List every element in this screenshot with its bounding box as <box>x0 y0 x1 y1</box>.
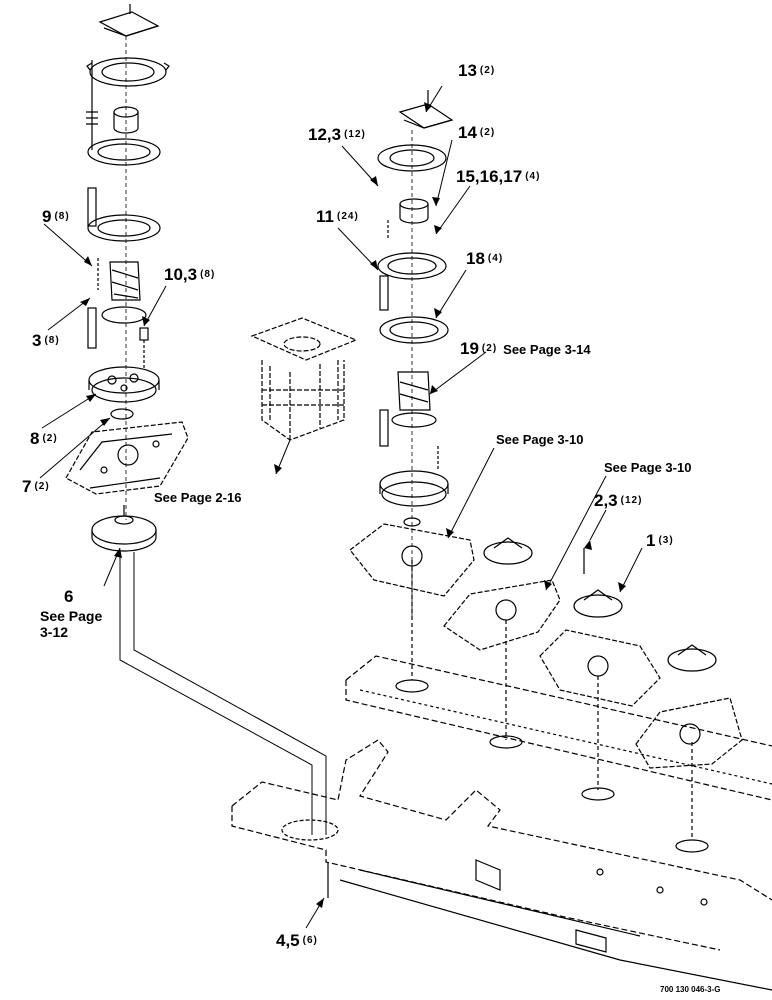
callout-14: 14(2) <box>458 123 496 142</box>
callout-4-5: 4,5(6) <box>276 931 318 950</box>
see-page-3-10-right: See Page 3-10 <box>604 460 692 475</box>
see-page-3-10-center: See Page 3-10 <box>496 432 584 447</box>
see-page-3-14: See Page 3-14 <box>503 342 591 357</box>
middle-gearbox <box>250 317 358 441</box>
callout-1: 1(3) <box>646 531 674 550</box>
see-page-2-16: See Page 2-16 <box>154 490 242 505</box>
callout-19: 19(2)See Page 3-14 <box>460 339 591 358</box>
drawing-number: 700 130 046-3-G <box>660 985 721 994</box>
right-gearbox-stack <box>377 90 454 620</box>
callout-10-3: 10,3(8) <box>164 265 216 284</box>
callout-13: 13(2) <box>458 61 496 80</box>
callout-2-3: 2,3(12) <box>594 491 643 510</box>
callout-8: 8(2) <box>30 429 58 448</box>
disc-row <box>345 523 772 853</box>
see-page-3-12: See Page 3-12 <box>40 608 103 640</box>
left-gearbox-stack <box>65 4 327 835</box>
leader-arrowheads <box>80 102 626 908</box>
lower-frame <box>231 739 772 991</box>
callout-12-3: 12,3(12) <box>308 125 366 144</box>
callout-7: 7(2) <box>22 477 50 496</box>
callout-11: 11(24) <box>316 207 359 226</box>
callout-15-16-17: 15,16,17(4) <box>456 167 541 186</box>
callout-9: 9(8) <box>42 207 70 226</box>
callout-18: 18(4) <box>466 249 504 268</box>
callout-3: 3(8) <box>32 331 60 350</box>
callout-6: 6 <box>64 587 74 606</box>
